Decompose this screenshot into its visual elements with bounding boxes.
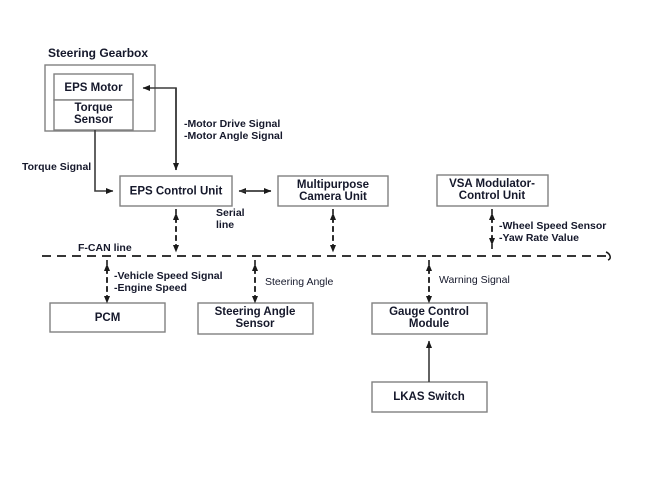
gauge-control-module-box[interactable]: [371, 302, 488, 335]
gauge-control-module-label-line1: Gauge Control: [389, 306, 469, 318]
eps-control-unit-box[interactable]: [119, 175, 233, 207]
multipurpose-camera-unit-box[interactable]: [277, 175, 389, 207]
wheel-speed-sensor-label: -Wheel Speed Sensor: [499, 220, 606, 232]
torque-sensor-label-line1: Torque: [74, 102, 112, 114]
f-can-bus-end-squiggle: [605, 251, 611, 261]
engine-speed-label: -Engine Speed: [114, 282, 187, 294]
steering-angle-sensor-box[interactable]: [197, 302, 314, 335]
f-can-line-label: F-CAN line: [78, 242, 132, 254]
vsa-modulator-label-line2: Control Unit: [459, 190, 526, 202]
multipurpose-camera-label-line1: Multipurpose: [297, 179, 369, 191]
torque-sensor-box[interactable]: [53, 99, 134, 131]
serial-line-label-line1: Serial: [216, 207, 245, 219]
vsa-modulator-control-unit-box[interactable]: [436, 174, 549, 207]
vsa-modulator-label-line1: VSA Modulator-: [449, 178, 535, 190]
motor-drive-signal-label: -Motor Drive Signal: [184, 118, 280, 130]
vehicle-speed-signal-label: -Vehicle Speed Signal: [114, 270, 223, 282]
gauge-control-module-label-line2: Module: [409, 318, 449, 330]
steering-gearbox-group: Steering Gearbox EPS Motor Torque Sensor: [44, 46, 156, 132]
lkas-switch-box[interactable]: [371, 381, 488, 413]
serial-line-label-line2: line: [216, 219, 234, 231]
lkas-switch-label: LKAS Switch: [393, 391, 465, 403]
steering-angle-sensor-label-line1: Steering Angle: [215, 306, 296, 318]
multipurpose-camera-label-line2: Camera Unit: [299, 191, 367, 203]
torque-signal-arrow: [94, 130, 114, 195]
torque-sensor-label-line2: Sensor: [74, 114, 114, 126]
steering-angle-sensor-label-line2: Sensor: [236, 318, 276, 330]
eps-motor-label: EPS Motor: [64, 82, 123, 94]
pcm-label: PCM: [95, 312, 121, 324]
torque-signal-label: Torque Signal: [22, 161, 91, 173]
motor-angle-signal-label: -Motor Angle Signal: [184, 130, 283, 142]
steering-gearbox-title: Steering Gearbox: [48, 46, 148, 60]
yaw-rate-value-label: -Yaw Rate Value: [499, 232, 579, 244]
warning-signal-label: Warning Signal: [439, 274, 510, 286]
steering-angle-label: Steering Angle: [265, 276, 333, 288]
eps-control-unit-label: EPS Control Unit: [130, 186, 223, 198]
